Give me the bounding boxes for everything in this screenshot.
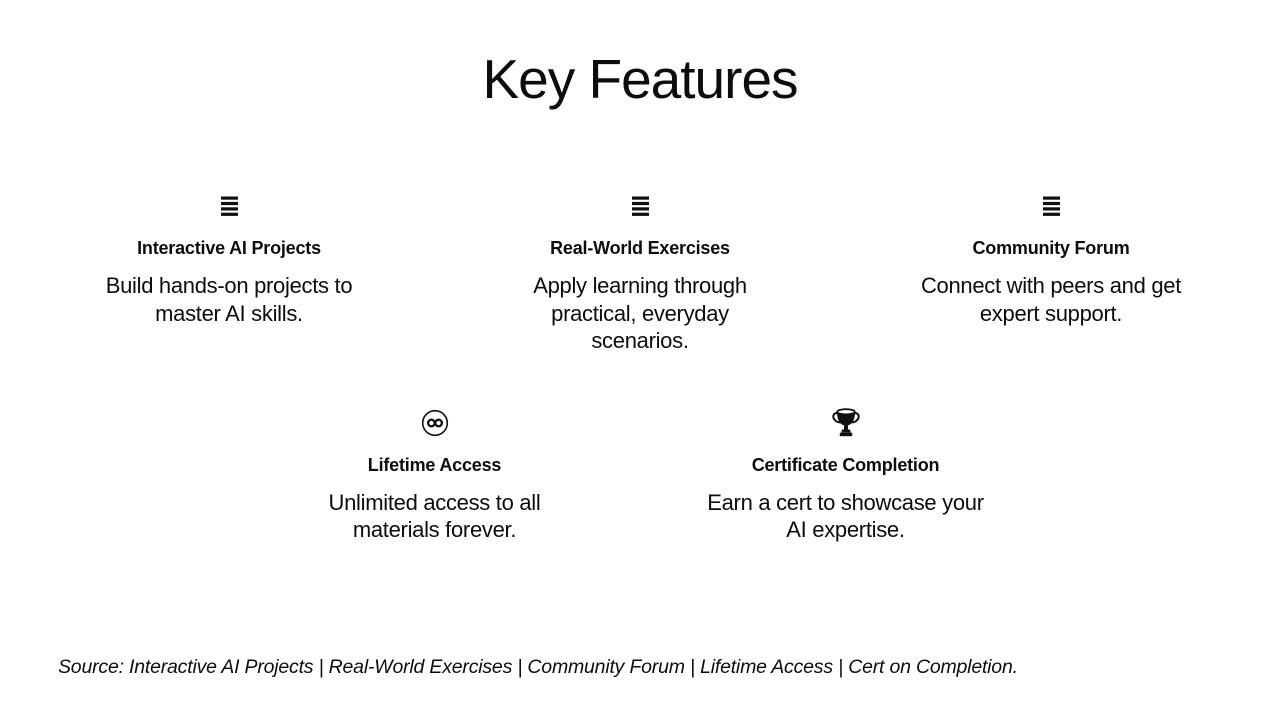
feature-card-real-world-exercises: Real-World Exercises Apply learning thro… [435,190,846,355]
list-icon [631,196,649,216]
feature-card-certificate-completion: Certificate Completion Earn a cert to sh… [640,407,1051,544]
icon-wrap [435,190,846,222]
feature-description: Earn a cert to showcase your AI expertis… [707,489,984,543]
page-title: Key Features [482,48,798,110]
feature-card-community-forum: Community Forum Connect with peers and g… [846,190,1257,355]
source-attribution: Source: Interactive AI Projects | Real-W… [58,656,1018,678]
feature-description: Connect with peers and get expert suppor… [920,273,1182,326]
infinity-icon [421,409,448,436]
icon-wrap [229,407,640,439]
list-icon [220,196,238,216]
icon-wrap [640,407,1051,439]
icon-wrap [846,190,1257,222]
feature-title: Certificate Completion [751,454,940,475]
feature-title: Lifetime Access [367,454,502,475]
feature-description: Apply learning through practical, everyd… [533,273,747,353]
feature-card-interactive-ai-projects: Interactive AI Projects Build hands-on p… [24,190,435,355]
feature-description: Unlimited access to all materials foreve… [328,489,541,543]
feature-title: Interactive AI Projects [137,238,321,258]
feature-description: Build hands-on projects to master AI ski… [105,273,353,326]
feature-card-lifetime-access: Lifetime Access Unlimited access to all … [229,407,640,544]
trophy-icon [831,407,860,436]
features-grid: Interactive AI Projects Build hands-on p… [24,190,1257,544]
list-icon [1042,196,1060,216]
feature-title: Community Forum [972,238,1130,258]
feature-title: Real-World Exercises [550,238,730,258]
icon-wrap [24,190,435,222]
